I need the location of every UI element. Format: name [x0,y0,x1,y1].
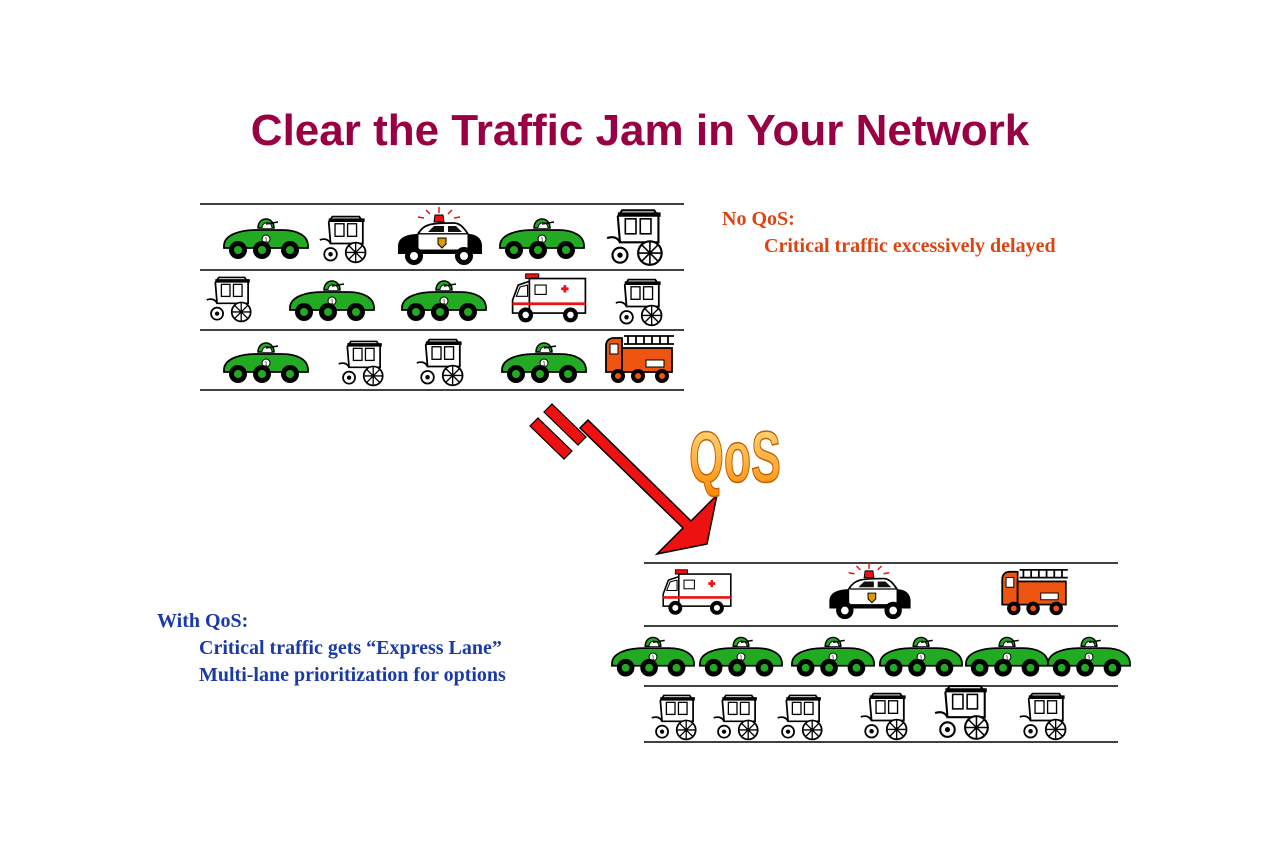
no-qos-heading: No QoS: [722,208,795,230]
slow-lane-vehicles [649,686,1068,742]
race-car-icon [611,636,695,678]
race-car-icon [289,280,375,322]
with-qos-note: With QoS: Critical traffic gets “Express… [157,608,506,689]
buggy-icon [607,210,662,265]
fire-truck-icon [1001,568,1069,617]
red-arrow-icon [529,403,719,556]
buggy-icon [1017,691,1068,742]
police-car-icon [397,206,483,266]
middle-lane-vehicles [611,636,1131,678]
ambulance-icon [661,568,733,617]
police-car-icon [828,562,912,621]
race-car-icon [965,636,1049,678]
race-car-icon [223,342,309,384]
ambulance-icon [511,272,587,324]
buggy-icon [317,214,368,265]
no-qos-lanes [200,203,684,391]
buggy-icon [775,693,824,742]
with-qos-line-2: Multi-lane prioritization for options [199,664,506,686]
race-car-icon [699,636,783,678]
buggy-icon [336,339,385,388]
race-car-icon [401,280,487,322]
with-qos-heading: With QoS: [157,610,249,632]
buggy-icon [711,693,760,742]
express-lane-vehicles [661,562,1069,621]
race-car-icon [223,218,309,260]
buggy-icon [613,277,664,328]
race-car-icon [879,636,963,678]
no-qos-vehicles [204,206,675,388]
buggy-icon [414,337,465,388]
no-qos-note: No QoS: Critical traffic excessively del… [722,206,1056,260]
qos-badge: QoS [689,417,781,498]
with-qos-line-1: Critical traffic gets “Express Lane” [199,637,502,659]
buggy-icon [858,691,909,742]
with-qos-lanes [644,562,1118,743]
race-car-icon [499,218,585,260]
race-car-icon [791,636,875,678]
page-title: Clear the Traffic Jam in Your Network [250,106,1030,155]
buggy-icon [649,693,698,742]
race-car-icon [1047,636,1131,678]
buggy-icon [204,275,253,324]
buggy-icon [935,686,988,739]
fire-truck-icon [605,335,675,384]
race-car-icon [501,342,587,384]
no-qos-line: Critical traffic excessively delayed [764,235,1056,257]
